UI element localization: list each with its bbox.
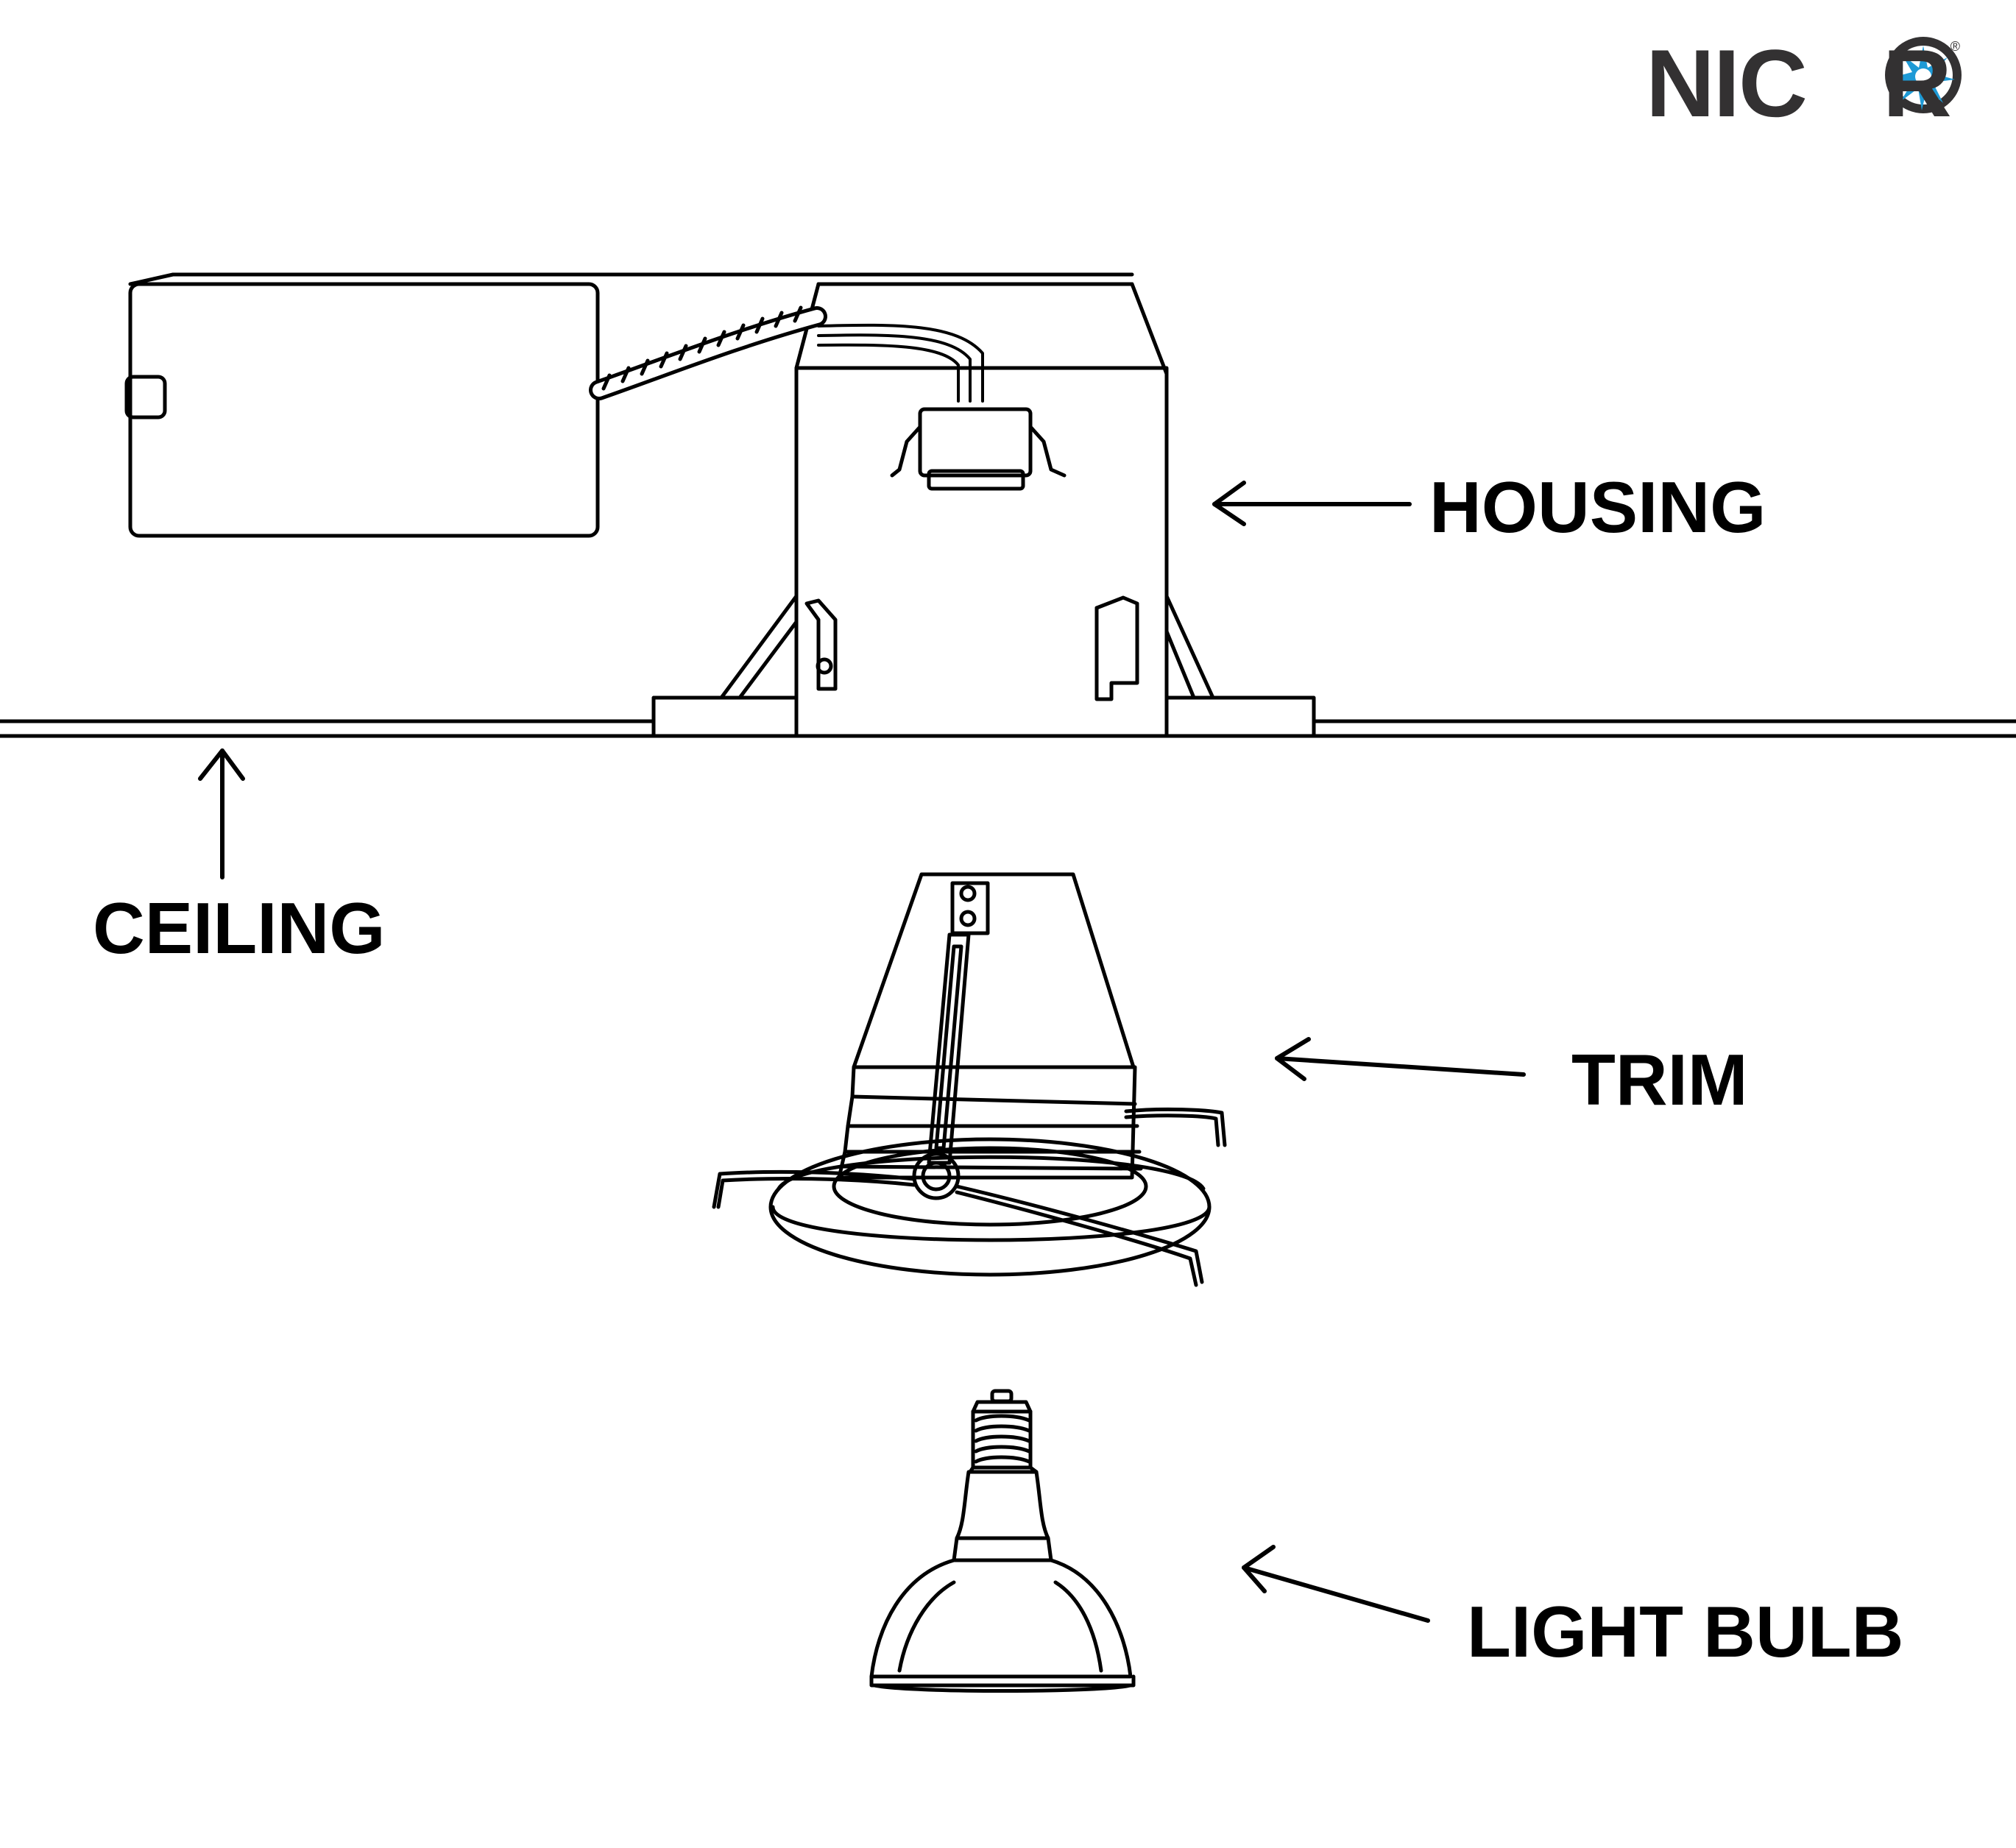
logo-text-prefix: NIC [1646, 29, 1808, 137]
housing-label: HOUSING [1429, 467, 1766, 548]
light-bulb-label: LIGHT BULB [1467, 1591, 1904, 1672]
arrow-icon [1242, 1545, 1430, 1623]
housing-drawing [124, 272, 1316, 738]
light-bulb-drawing [869, 1389, 1136, 1693]
arrow-icon [1275, 1037, 1526, 1081]
arrow-icon [1212, 481, 1412, 526]
nicor-star-icon [1885, 37, 1962, 113]
registered-mark: ® [1950, 39, 1960, 54]
arrow-icon [198, 748, 245, 879]
trim-label: TRIM [1571, 1039, 1748, 1120]
trim-drawing [712, 872, 1227, 1287]
logo-text-suffix: R [1882, 29, 1952, 137]
flex-conduit [589, 305, 827, 400]
ceiling-line [0, 719, 2016, 738]
ceiling-label: CEILING [93, 888, 386, 969]
